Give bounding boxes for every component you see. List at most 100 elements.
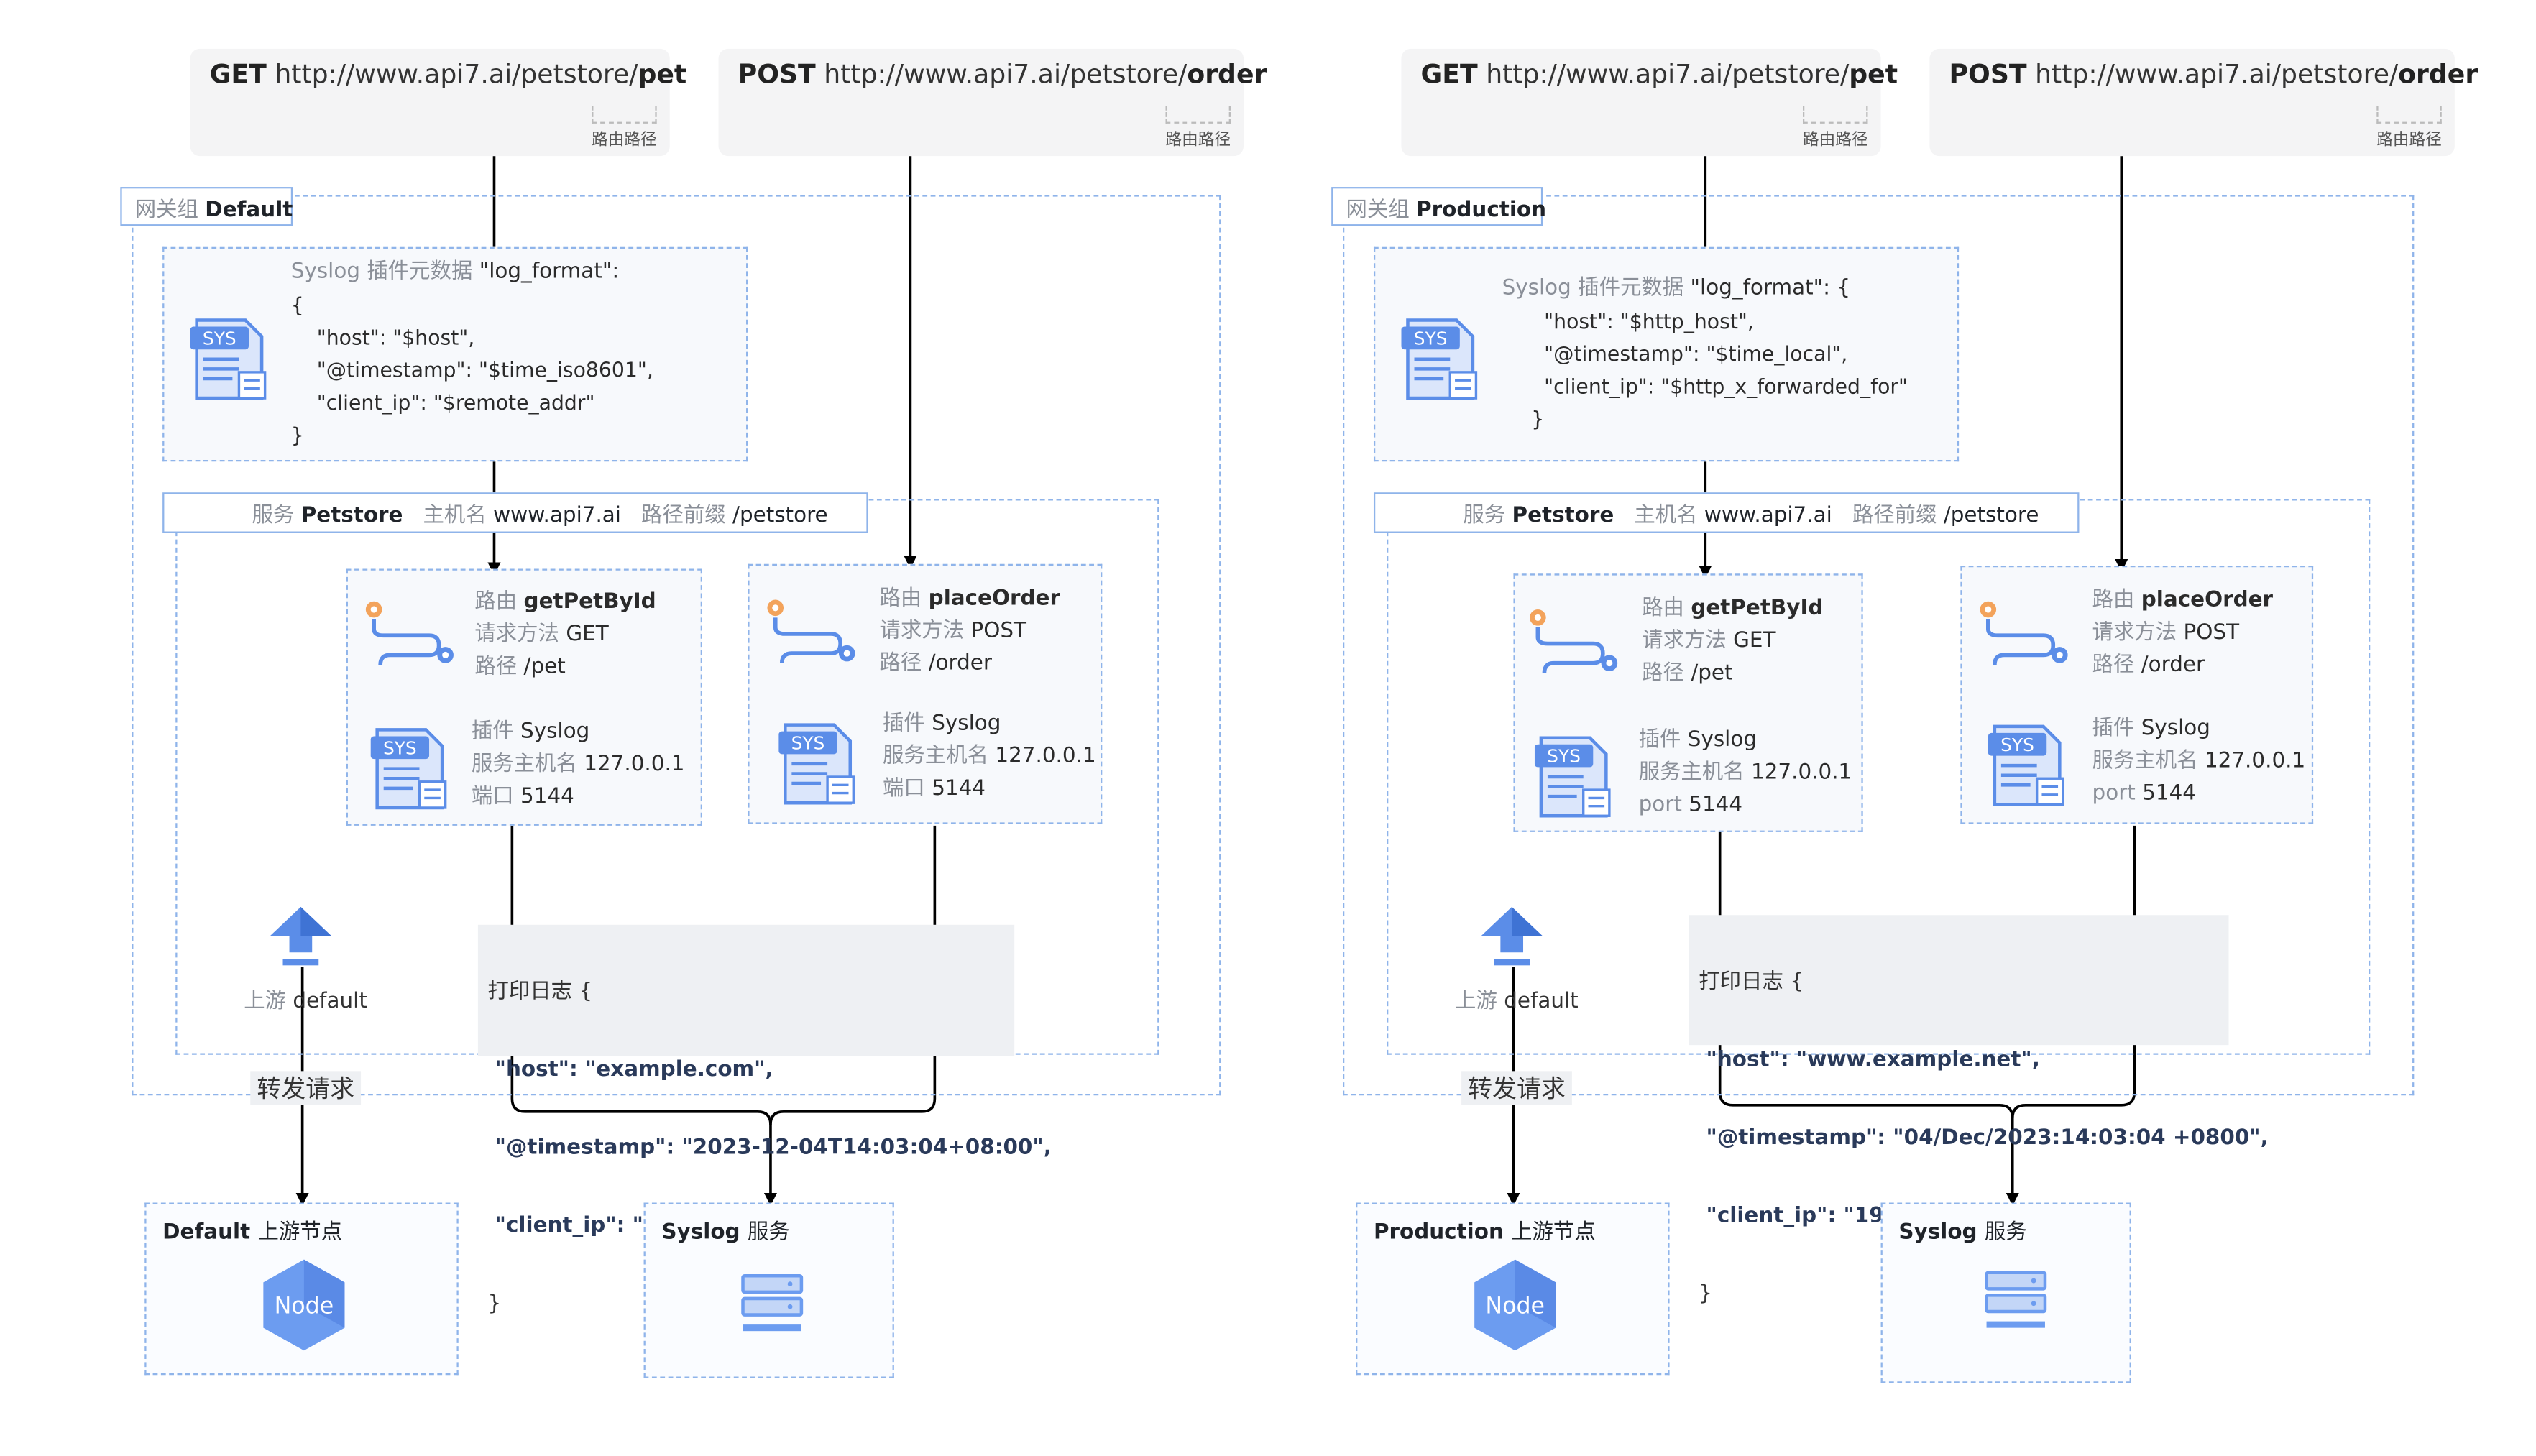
route-path-caption: 路由路径 [1165, 132, 1231, 150]
svg-text:SYS: SYS [791, 733, 825, 754]
forward-request-label: 转发请求 [250, 1071, 362, 1105]
route-card-placeorder: 路由 placeOrder 请求方法 POST 路径 /order SYS 插件… [748, 563, 1103, 824]
svg-text:SYS: SYS [383, 737, 417, 758]
log-title: 打印日志 { [487, 980, 593, 1005]
route-name-line: 路由 placeOrder [2092, 588, 2274, 613]
plugin-host-line: 服务主机名 127.0.0.1 [1638, 760, 1852, 785]
route-card-getpetbyid: 路由 getPetById 请求方法 GET 路径 /pet SYS 插件 Sy… [346, 568, 702, 826]
syslog-metadata-panel: SYS Syslog 插件元数据 "log_format": { "host":… [162, 246, 748, 462]
metadata-title: Syslog 插件元数据 "log_format": { [1502, 276, 1851, 301]
syslog-metadata-panel: SYS Syslog 插件元数据 "log_format": { "host":… [1373, 246, 1960, 462]
route-icon [1528, 604, 1622, 689]
server-stack-icon [1983, 1269, 2048, 1341]
log-line-1: "host": "example.com", [487, 1058, 773, 1083]
upstream-node-box-production: Production 上游节点 Node [1356, 1202, 1670, 1376]
upstream-label: 上游 default [244, 990, 367, 1015]
plugin-port-line: 端口 5144 [471, 785, 574, 810]
sys-file-icon: SYS [1534, 734, 1616, 826]
svg-text:Node: Node [1485, 1293, 1545, 1319]
path-bracket [1165, 105, 1231, 124]
route-path-caption: 路由路径 [2376, 132, 2442, 150]
svg-text:Node: Node [275, 1293, 334, 1319]
log-output-box: 打印日志 { "host": "www.example.net", "@time… [1689, 915, 2269, 1307]
route-path-line: 路径 /order [879, 651, 992, 676]
upstream-label: 上游 default [1455, 990, 1579, 1015]
route-card-placeorder: 路由 placeOrder 请求方法 POST 路径 /order SYS 插件… [1960, 566, 2314, 824]
route-icon [364, 596, 459, 681]
metadata-line-1: "host": "$http_host", [1518, 308, 1754, 333]
route-icon [766, 595, 860, 680]
metadata-title: Syslog 插件元数据 "log_format": [290, 259, 620, 285]
log-title: 打印日志 { [1699, 970, 1804, 995]
syslog-box-title: Syslog 服务 [1898, 1220, 2027, 1245]
svg-text:SYS: SYS [1414, 328, 1448, 349]
route-method-line: 请求方法 GET [1642, 629, 1776, 654]
path-bracket [592, 105, 657, 124]
log-line-2: "@timestamp": "2023-12-04T14:03:04+08:00… [487, 1135, 1052, 1161]
hexagon-node-icon: Node [1471, 1256, 1559, 1360]
syslog-service-box: Syslog 服务 [1880, 1202, 2131, 1383]
path-bracket [2376, 105, 2442, 124]
route-header-text: GET http://www.api7.ai/petstore/pet [209, 58, 687, 90]
syslog-box-title: Syslog 服务 [661, 1220, 790, 1245]
route-path-line: 路径 /pet [1642, 661, 1733, 686]
service-tag: 服务 Petstore 主机名 www.api7.ai 路径前缀 /petsto… [162, 492, 868, 533]
metadata-line-5: } [290, 422, 304, 447]
node-box-title: Production 上游节点 [1373, 1220, 1596, 1245]
metadata-line-4: } [1518, 406, 1545, 431]
route-method-line: 请求方法 POST [2092, 620, 2240, 645]
svg-text:SYS: SYS [203, 328, 236, 349]
forward-request-label: 转发请求 [1461, 1071, 1572, 1105]
route-path-line: 路径 /pet [474, 655, 566, 680]
plugin-host-line: 服务主机名 127.0.0.1 [2092, 749, 2306, 774]
route-card-getpetbyid: 路由 getPetById 请求方法 GET 路径 /pet SYS 插件 Sy… [1513, 573, 1863, 832]
route-icon [1978, 596, 2072, 681]
svg-text:SYS: SYS [2000, 734, 2034, 755]
route-header-text: POST http://www.api7.ai/petstore/order [1949, 58, 2478, 90]
log-close: } [1699, 1282, 1712, 1307]
plugin-port-line: 端口 5144 [882, 776, 986, 801]
metadata-line-1: { [290, 292, 304, 317]
upstream-node-box-default: Default 上游节点 Node [144, 1202, 459, 1376]
sys-file-icon: SYS [190, 317, 272, 408]
syslog-service-box: Syslog 服务 [643, 1202, 894, 1378]
sys-file-icon: SYS [1988, 723, 2069, 814]
route-header-get-pet: GET http://www.api7.ai/petstore/pet 路由路径 [190, 48, 686, 157]
route-method-line: 请求方法 GET [474, 622, 609, 648]
sys-file-icon: SYS [778, 722, 860, 813]
plugin-line: 插件 Syslog [471, 719, 590, 745]
route-header-get-pet: GET http://www.api7.ai/petstore/pet 路由路径 [1401, 48, 1898, 157]
plugin-port-line: port 5144 [1638, 793, 1743, 818]
service-tag: 服务 Petstore 主机名 www.api7.ai 路径前缀 /petsto… [1373, 492, 2080, 533]
route-header-text: POST http://www.api7.ai/petstore/order [738, 58, 1267, 90]
upstream-arrow-icon [1478, 903, 1546, 975]
route-header-post-order: POST http://www.api7.ai/petstore/order 路… [1929, 48, 2478, 157]
route-path-line: 路径 /order [2092, 653, 2205, 678]
upstream-arrow-icon [267, 903, 335, 975]
route-header-post-order: POST http://www.api7.ai/petstore/order 路… [718, 48, 1267, 157]
route-header-text: GET http://www.api7.ai/petstore/pet [1420, 58, 1898, 90]
log-line-2: "@timestamp": "04/Dec/2023:14:03:04 +080… [1699, 1126, 2269, 1151]
gateway-group-default [132, 195, 1221, 1096]
plugin-port-line: port 5144 [2092, 781, 2197, 806]
hexagon-node-icon: Node [260, 1256, 348, 1360]
route-name-line: 路由 placeOrder [879, 586, 1060, 612]
sys-file-icon: SYS [1401, 317, 1482, 408]
plugin-host-line: 服务主机名 127.0.0.1 [882, 744, 1096, 769]
gateway-group-tag: 网关组 Default [120, 187, 293, 226]
node-box-title: Default 上游节点 [162, 1220, 343, 1245]
plugin-host-line: 服务主机名 127.0.0.1 [471, 752, 685, 777]
metadata-line-2: "host": "$host", [290, 325, 475, 350]
server-stack-icon [740, 1273, 804, 1345]
gateway-group-production [1342, 195, 2415, 1096]
route-path-caption: 路由路径 [1803, 132, 1868, 150]
path-bracket [1803, 105, 1868, 124]
metadata-line-4: "client_ip": "$remote_addr" [290, 390, 595, 415]
plugin-line: 插件 Syslog [882, 711, 1001, 737]
metadata-line-3: "@timestamp": "$time_iso8601", [290, 357, 653, 382]
route-method-line: 请求方法 POST [879, 619, 1026, 644]
svg-text:SYS: SYS [1547, 746, 1581, 767]
plugin-line: 插件 Syslog [1638, 728, 1758, 753]
metadata-line-2: "@timestamp": "$time_local", [1518, 341, 1848, 366]
